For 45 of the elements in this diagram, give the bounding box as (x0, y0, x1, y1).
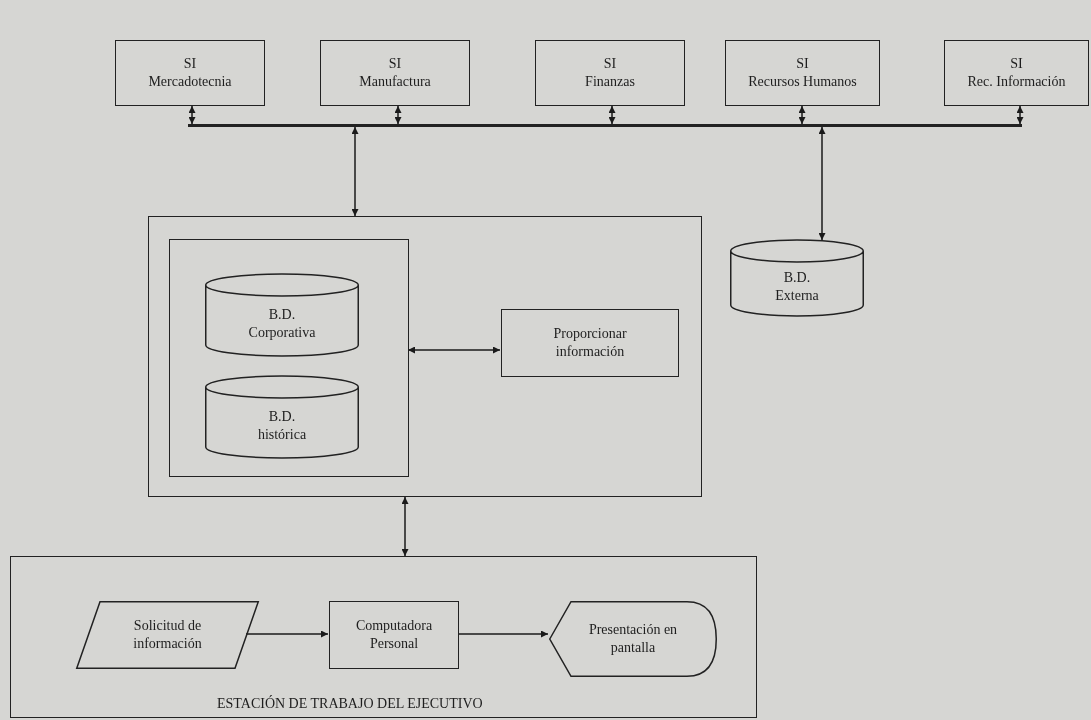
workstation-box (10, 556, 757, 718)
node-label: SI (183, 54, 197, 73)
arrow (457, 630, 549, 638)
arrow (608, 105, 616, 125)
node-label: Solicitud de información (132, 616, 203, 653)
database-cylinder (205, 274, 359, 356)
node-label: SI (1010, 54, 1023, 73)
container-box (169, 239, 409, 477)
bus-line (188, 124, 1022, 127)
node-label: Finanzas (585, 73, 635, 91)
node-label: Mercadotecnia (148, 73, 232, 91)
node-label: B.D. histórica (257, 407, 307, 444)
node-label: Computadora Personal (354, 616, 434, 653)
arrow (245, 630, 329, 638)
node-label: Presentación en pantalla (587, 620, 679, 657)
process-box (329, 601, 459, 669)
node-label: ESTACIÓN DE TRABAJO DEL EJECUTIVO (217, 694, 483, 713)
database-cylinder (730, 240, 864, 316)
container-box (148, 216, 702, 497)
node-label: SI (388, 54, 402, 73)
arrow (394, 105, 402, 125)
database-cylinder (205, 376, 359, 458)
node-label: SI (796, 54, 809, 73)
arrow (188, 105, 196, 125)
display-shape (549, 601, 717, 677)
arrow (407, 346, 501, 354)
arrow (351, 126, 359, 217)
system-box (725, 40, 880, 106)
arrow (798, 105, 806, 125)
arrow (401, 496, 409, 557)
system-box (944, 40, 1089, 106)
arrow (818, 126, 826, 241)
node-label: Proporcionar información (552, 324, 628, 361)
node-label: B.D. Corporativa (248, 305, 316, 342)
node-label: Manufactura (359, 73, 431, 91)
process-box (501, 309, 679, 377)
arrow (1016, 105, 1024, 125)
node-label: B.D. Externa (775, 268, 819, 305)
input-parallelogram (76, 601, 259, 669)
node-label: Recursos Humanos (748, 73, 857, 91)
system-box (535, 40, 685, 106)
system-box (320, 40, 470, 106)
system-box (115, 40, 265, 106)
node-label: SI (603, 54, 617, 73)
node-label: Rec. Información (967, 73, 1066, 91)
